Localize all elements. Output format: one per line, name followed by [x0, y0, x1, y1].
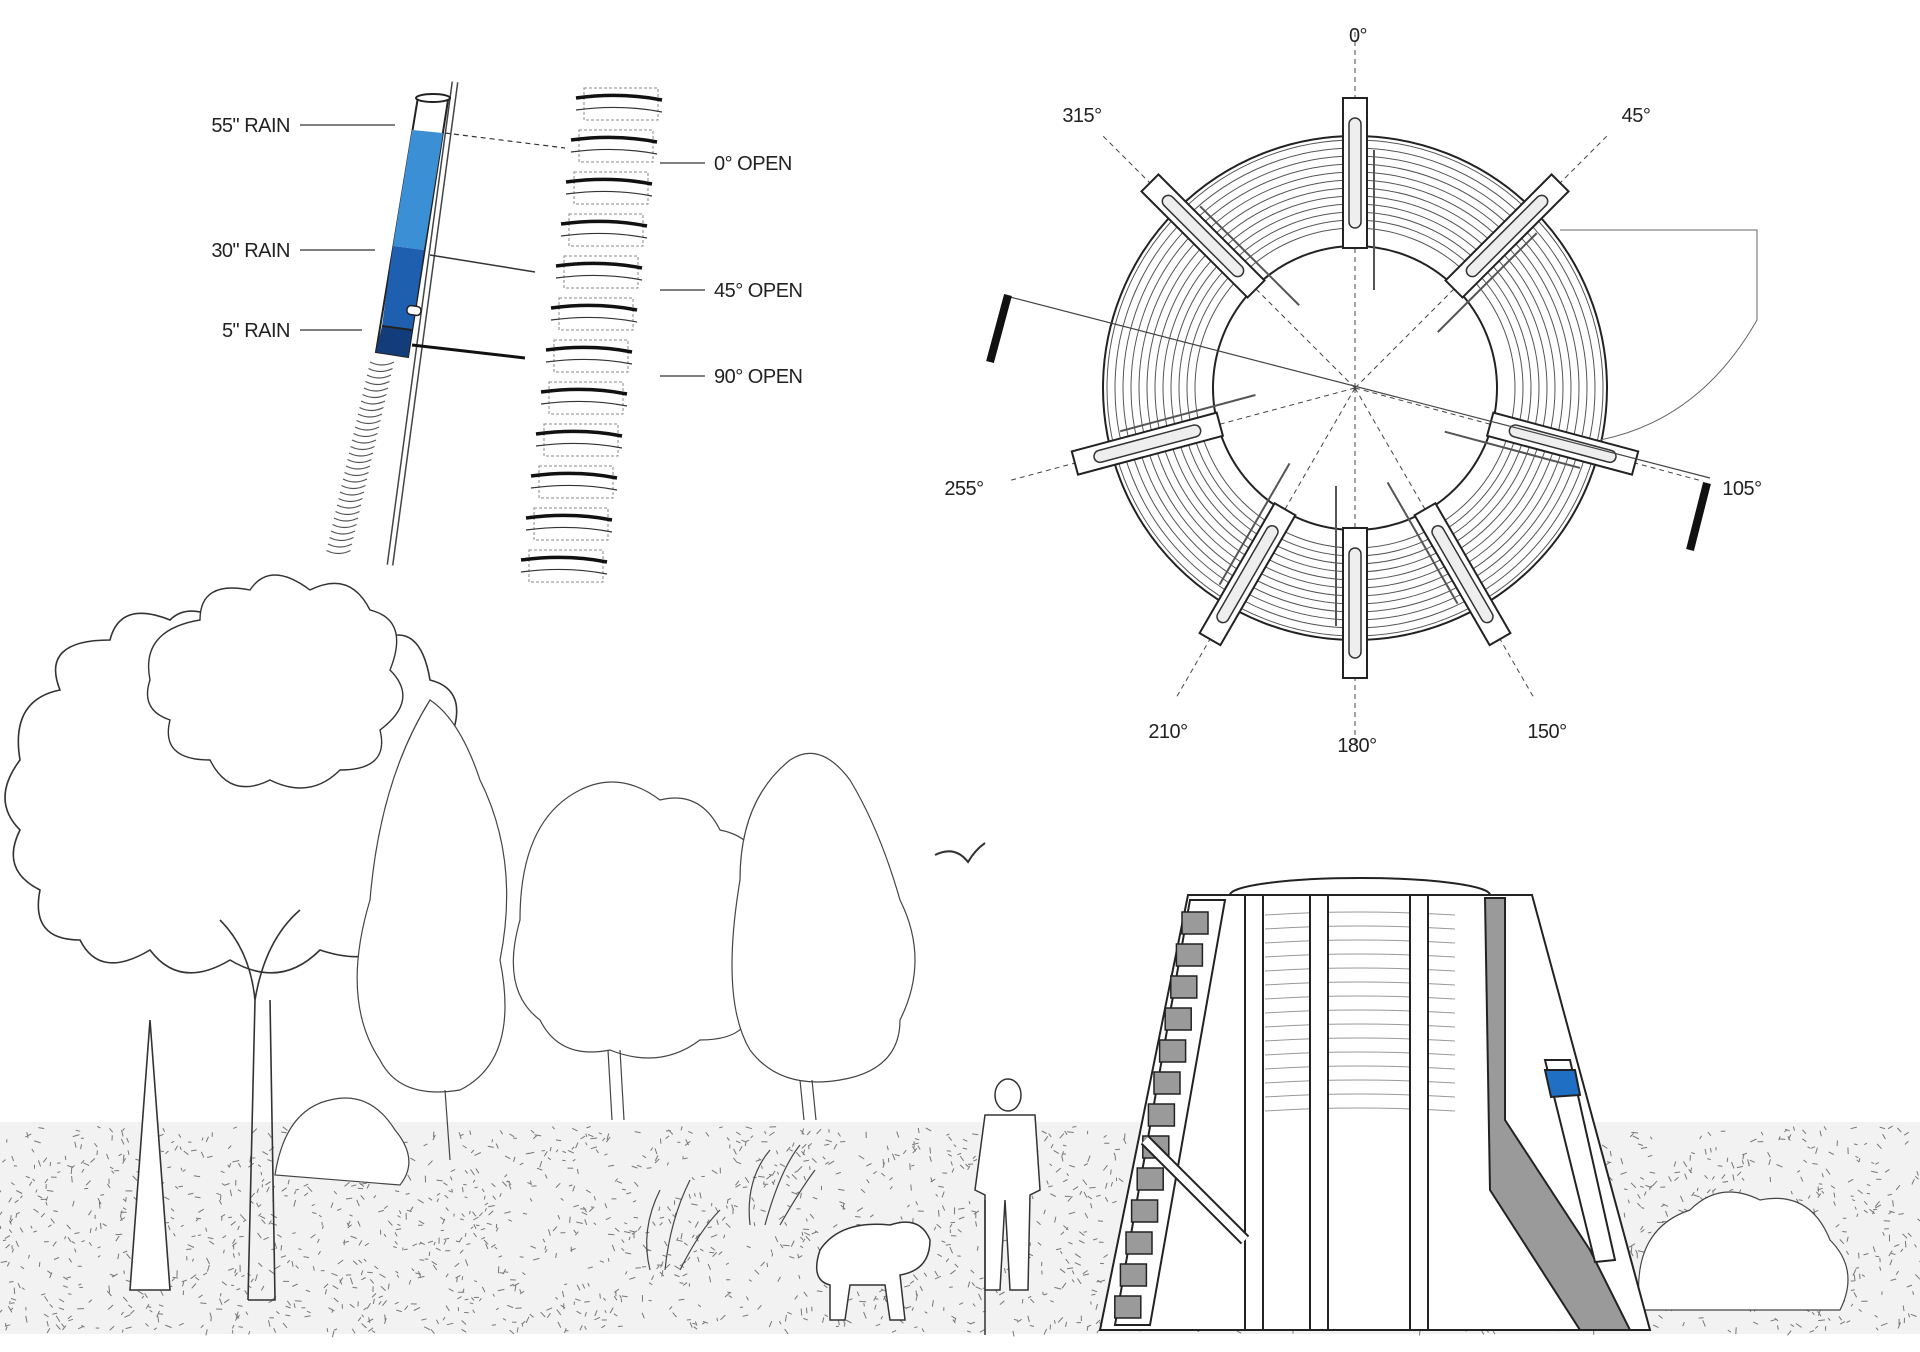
angle-210: 210°	[1148, 721, 1187, 743]
louver-frame	[573, 171, 649, 205]
column-3	[1409, 894, 1429, 1331]
spring	[326, 361, 395, 555]
louver-blade	[575, 93, 663, 102]
louver-blade	[545, 345, 633, 354]
landscape-scene	[0, 574, 1920, 1338]
rain-level-30: 30" RAIN	[211, 240, 290, 262]
louver-state-0: 0° OPEN	[714, 153, 792, 175]
angle-0: 0°	[1349, 25, 1367, 47]
post	[1070, 394, 1256, 476]
post	[1198, 462, 1297, 647]
angle-45: 45°	[1622, 105, 1651, 127]
tree-center-left	[356, 699, 508, 1161]
tree-middle-left	[146, 574, 404, 789]
louver-frame	[583, 87, 659, 121]
post	[1140, 173, 1300, 306]
angle-105: 105°	[1722, 478, 1761, 500]
dog	[815, 1221, 931, 1321]
louver-blade	[535, 429, 623, 438]
panel-105	[1686, 482, 1711, 551]
structural-posts	[1070, 97, 1640, 679]
person-elderly-man	[974, 1078, 1041, 1335]
louver-blade	[540, 387, 628, 396]
water-55	[393, 130, 443, 250]
tree-center-right	[731, 752, 916, 1121]
column-2	[1309, 894, 1329, 1331]
louver-frame	[553, 339, 629, 373]
louver-state-45: 45° OPEN	[714, 280, 802, 302]
water-5	[376, 326, 412, 357]
bird	[934, 842, 986, 864]
louver-frame	[563, 255, 639, 289]
post	[1444, 411, 1640, 476]
louver-frame	[568, 213, 644, 247]
louver-state-90: 90° OPEN	[714, 366, 802, 388]
louver-frame	[538, 465, 614, 499]
elevation-rain-tube	[1543, 1059, 1617, 1264]
post	[1386, 481, 1512, 647]
louver-blade	[520, 555, 608, 564]
louver-blade	[550, 303, 638, 312]
plan-view	[986, 28, 1758, 748]
louver-blade	[560, 219, 648, 228]
shrub-right	[1638, 1191, 1849, 1311]
post	[1342, 97, 1375, 290]
right-gray-leg	[1483, 897, 1632, 1331]
pavilion-elevation	[1098, 877, 1652, 1331]
louver-blade	[530, 471, 618, 480]
angle-255: 255°	[944, 478, 983, 500]
water-30	[382, 246, 424, 330]
louver-blade	[555, 261, 643, 270]
louver-frame	[578, 129, 654, 163]
louver-blade	[570, 135, 658, 144]
rain-tube	[374, 93, 451, 359]
elevation-water	[1543, 1069, 1582, 1099]
post	[1437, 173, 1570, 333]
rain-level-55: 55" RAIN	[211, 115, 290, 137]
column-1	[1244, 894, 1264, 1331]
louver-frame	[533, 507, 609, 541]
panel-255	[986, 293, 1012, 364]
louver-blade	[565, 177, 653, 186]
louver-frame	[558, 297, 634, 331]
rain-level-5: 5" RAIN	[222, 320, 290, 342]
grass-clump	[646, 1144, 816, 1271]
louver-stack	[520, 87, 663, 583]
louver-frame	[548, 381, 624, 415]
louver-frame	[528, 549, 604, 583]
post	[1335, 486, 1368, 679]
angle-180: 180°	[1337, 735, 1376, 757]
louver-blade	[525, 513, 613, 522]
angle-150: 150°	[1527, 721, 1566, 743]
rain-gauge-detail: 55" RAIN 30" RAIN 5" RAIN 0° OPEN 45° OP…	[211, 81, 803, 583]
shrub-left	[274, 1097, 410, 1186]
louver-frame	[543, 423, 619, 457]
angle-315: 315°	[1062, 105, 1101, 127]
